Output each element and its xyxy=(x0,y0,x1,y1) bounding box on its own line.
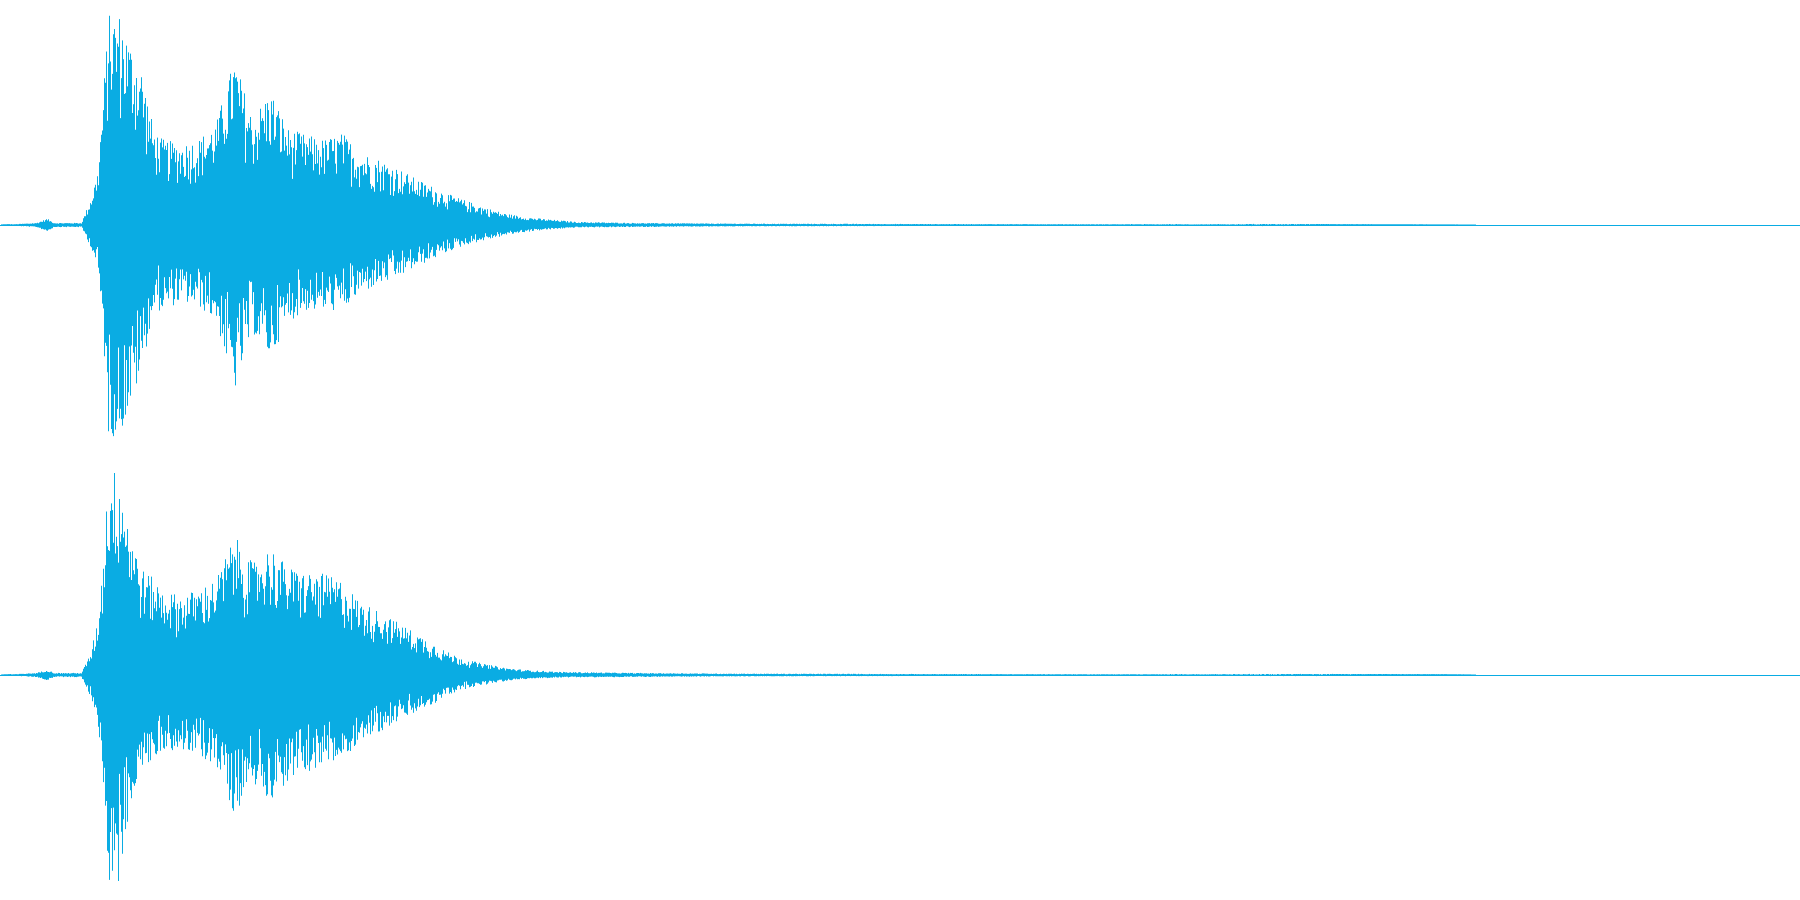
channel-2-waveform-trace xyxy=(1,473,1476,881)
channel-1-waveform-trace xyxy=(1,15,1476,437)
channel-1-waveform xyxy=(0,15,1800,437)
channel-2-waveform xyxy=(0,473,1800,881)
